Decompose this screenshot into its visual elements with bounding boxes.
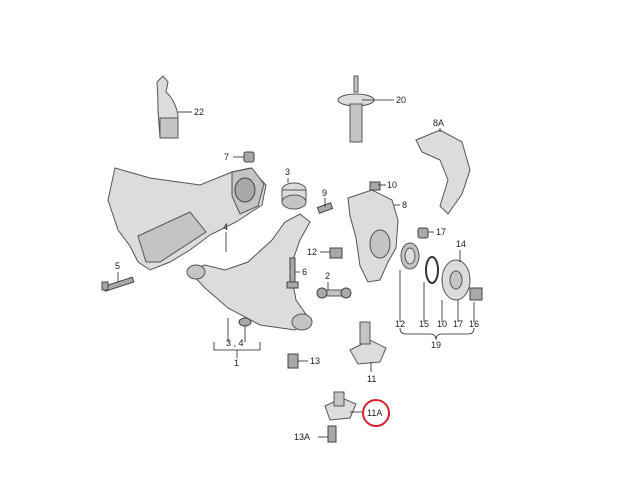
part-12-bolt (329, 247, 343, 259)
highlight-circle-11a (362, 399, 390, 427)
label-8a: 8A (433, 118, 444, 128)
part-3-bushing (281, 182, 307, 210)
label-8: 8 (402, 200, 407, 210)
part-9-bolt (316, 202, 334, 214)
part-13a-bolt (327, 425, 337, 443)
label-17: 17 (436, 227, 446, 237)
label-bracket-19: 19 (431, 340, 441, 350)
label-11a: 11A (367, 408, 382, 418)
label-bracket-16: 16 (469, 319, 479, 329)
part-subframe (107, 167, 267, 271)
label-5: 5 (115, 261, 120, 271)
part-8-bearing-housing (347, 189, 399, 283)
label-bracket-10: 10 (437, 319, 447, 329)
label-3: 3 (285, 167, 290, 177)
label-10: 10 (387, 180, 397, 190)
label-13: 13 (310, 356, 320, 366)
part-1-control-arm (186, 213, 313, 331)
leader-lines (117, 99, 475, 438)
part-2-link (316, 287, 352, 299)
part-11-ball-joint (349, 321, 387, 365)
part-20-strut-top (337, 75, 375, 143)
label-9: 9 (322, 188, 327, 198)
label-6: 6 (302, 267, 307, 277)
part-labels: 22 20 8A 7 3 9 10 8 17 4 12 2 14 5 6 1 3 … (115, 95, 479, 442)
part-10-screw (369, 181, 381, 191)
label-11: 11 (367, 374, 376, 384)
label-bracket-15: 15 (419, 319, 429, 329)
part-22-grease-tube (156, 75, 179, 139)
part-11a-ball-joint (324, 391, 357, 421)
part-13-nut (287, 353, 299, 369)
part-8a-knuckle (415, 129, 471, 215)
label-bracket-12: 12 (395, 319, 405, 329)
part-17-clip (417, 227, 429, 239)
label-bracket-17: 17 (453, 319, 463, 329)
label-4: 4 (223, 222, 228, 232)
label-group-1: 1 (234, 358, 239, 368)
label-group-3-4: 3 , 4 (226, 338, 244, 348)
part-16-nut (469, 287, 483, 301)
label-7: 7 (224, 152, 229, 162)
label-2: 2 (325, 271, 330, 281)
label-12: 12 (307, 247, 317, 257)
part-12-bearing (400, 242, 420, 270)
label-14: 14 (456, 239, 466, 249)
part-14-hub (441, 259, 471, 301)
label-20: 20 (396, 95, 406, 105)
part-15-circlip (425, 256, 439, 284)
label-13a: 13A (294, 432, 310, 442)
label-22: 22 (194, 107, 204, 117)
part-7-bolt (243, 151, 255, 163)
